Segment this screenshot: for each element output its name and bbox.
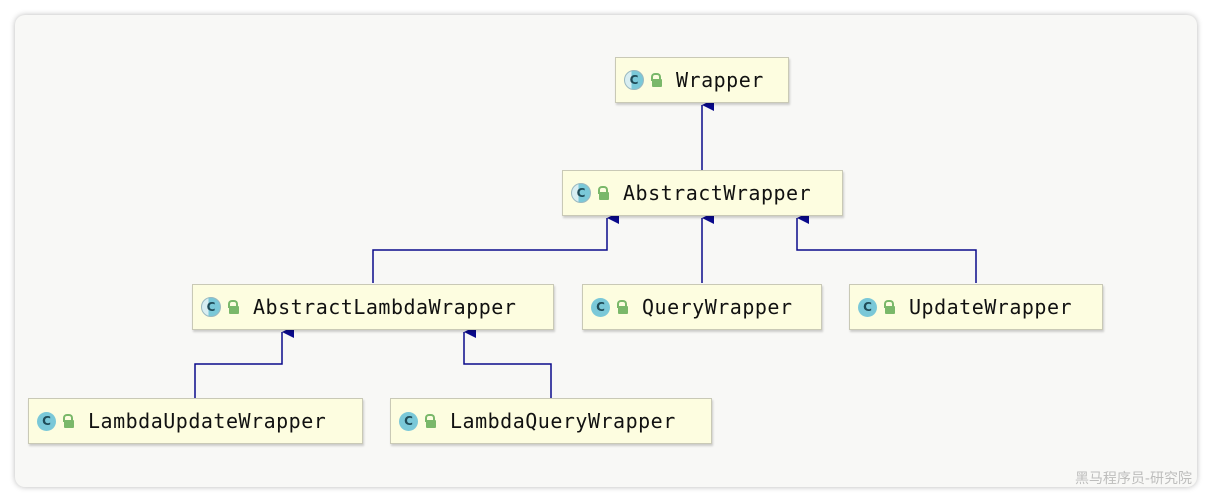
class-name: UpdateWrapper: [909, 295, 1073, 319]
watermark-text: 黑马程序员-研究院: [1074, 471, 1192, 487]
class-c-icon: C: [591, 297, 610, 317]
class-name: Wrapper: [676, 68, 764, 92]
class-c-icon: C: [37, 411, 56, 431]
class-name: LambdaQueryWrapper: [450, 409, 676, 433]
class-node-abstract-lambda-wrapper[interactable]: C AbstractLambdaWrapper: [192, 284, 554, 330]
class-node-lambda-query-wrapper[interactable]: C LambdaQueryWrapper: [390, 398, 712, 444]
edge-abstractlambdawrapper-to-abstractwrapper: [372, 212, 619, 283]
public-lock-icon: [227, 300, 239, 314]
edge-lambdaupdatewrapper-to-abstractlambdawrapper: [194, 326, 294, 398]
edge-updatewrapper-to-abstractwrapper: [796, 212, 977, 283]
class-node-wrapper[interactable]: C Wrapper: [615, 57, 789, 103]
class-node-update-wrapper[interactable]: C UpdateWrapper: [849, 284, 1103, 330]
public-lock-icon: [650, 73, 662, 87]
abstract-class-icon: C: [571, 183, 591, 203]
public-lock-icon: [62, 414, 74, 428]
public-lock-icon: [616, 300, 628, 314]
public-lock-icon: [424, 414, 436, 428]
class-name: AbstractWrapper: [623, 181, 812, 205]
class-name: QueryWrapper: [642, 295, 793, 319]
edge-lambdaquerywrapper-to-abstractlambdawrapper: [463, 326, 552, 398]
class-c-icon: C: [399, 411, 418, 431]
class-node-abstract-wrapper[interactable]: C AbstractWrapper: [562, 170, 843, 216]
class-node-lambda-update-wrapper[interactable]: C LambdaUpdateWrapper: [28, 398, 363, 444]
public-lock-icon: [883, 300, 895, 314]
public-lock-icon: [597, 186, 609, 200]
class-name: AbstractLambdaWrapper: [253, 295, 517, 319]
class-node-query-wrapper[interactable]: C QueryWrapper: [582, 284, 822, 330]
inheritance-edges: [194, 99, 977, 398]
abstract-class-icon: C: [624, 70, 644, 90]
class-c-icon: C: [858, 297, 877, 317]
class-name: LambdaUpdateWrapper: [88, 409, 327, 433]
abstract-class-icon: C: [201, 297, 221, 317]
